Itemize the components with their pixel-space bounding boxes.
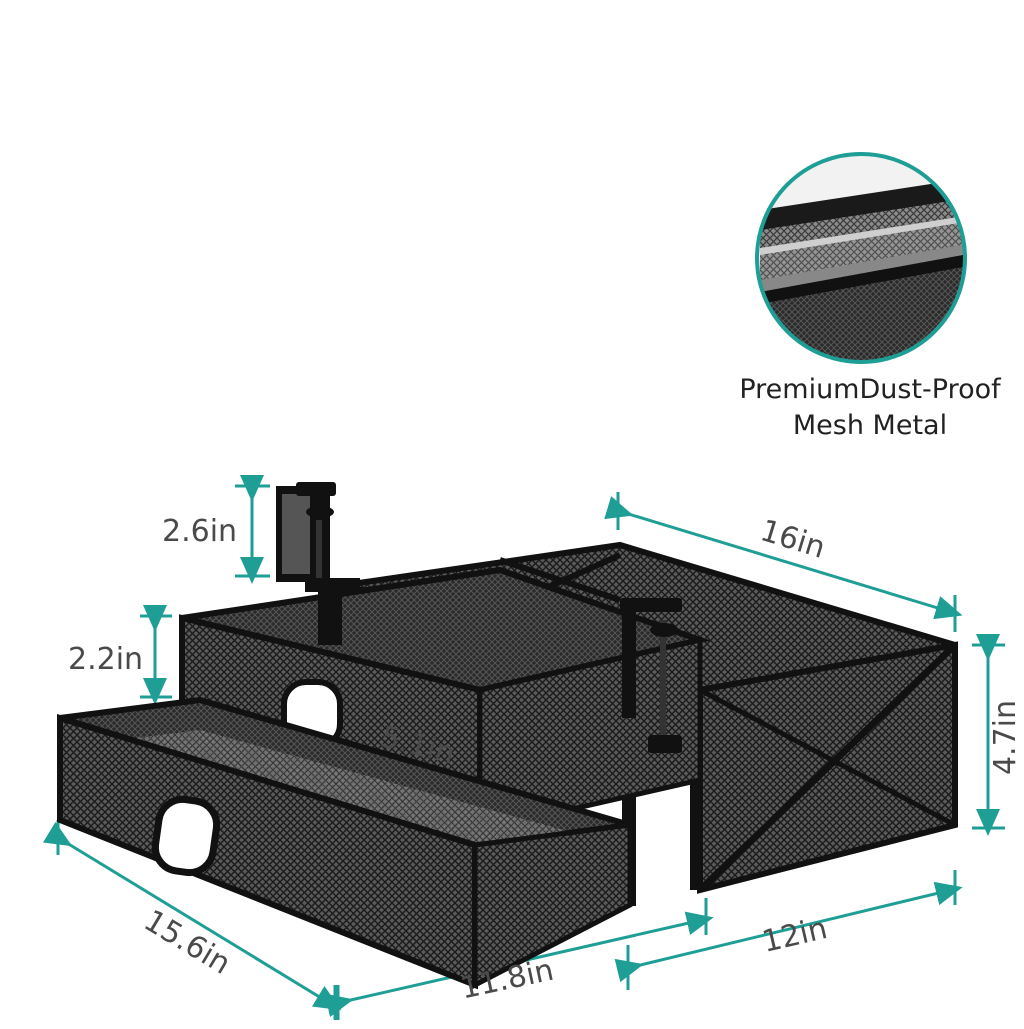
mesh-magnifier-icon <box>755 152 967 364</box>
dim-upper-drawer-height: 2.2in <box>68 642 144 677</box>
dim-clamp-height: 2.6in <box>162 514 238 549</box>
dimension-lines <box>42 475 1005 1020</box>
callout-line-1: PremiumDust-Proof <box>739 374 1001 405</box>
under-desk-drawer-organizer <box>57 482 958 990</box>
mesh-callout-text: PremiumDust-Proof Mesh Metal <box>720 372 1020 444</box>
callout-line-2: Mesh Metal <box>792 410 948 441</box>
dim-height-right: 4.7in <box>988 699 1024 776</box>
